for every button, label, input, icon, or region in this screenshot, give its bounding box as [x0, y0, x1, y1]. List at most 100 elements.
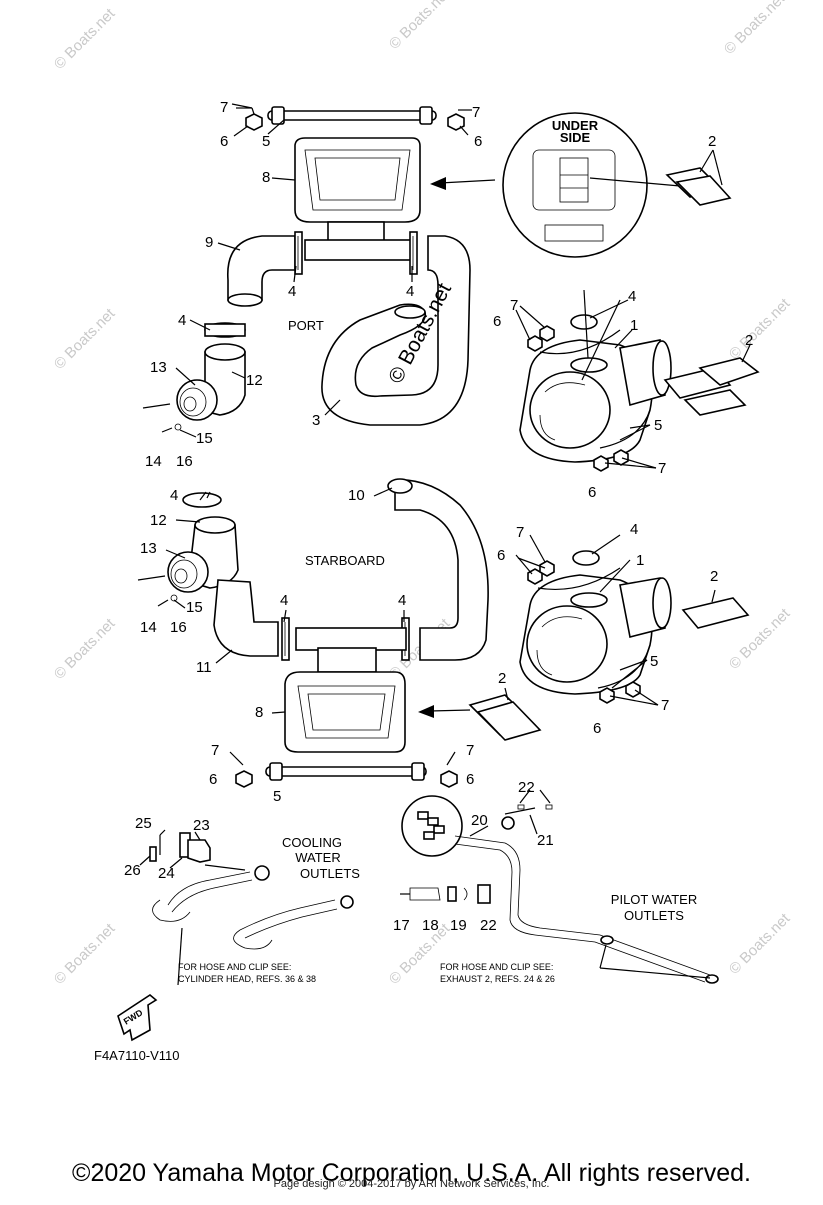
- arrow-line: [429, 709, 471, 712]
- callout-14: 14: [140, 619, 157, 636]
- callout-7: 7: [472, 104, 480, 121]
- callout-16: 16: [176, 453, 193, 470]
- callout-5: 5: [650, 653, 658, 670]
- callout-20: 20: [471, 812, 488, 829]
- cooling-outlet-assembly: [149, 832, 354, 986]
- callout-16: 16: [170, 619, 187, 636]
- callout-7: 7: [516, 524, 524, 541]
- watermark: © Boats.net: [386, 0, 454, 53]
- fwd-arrow: FWD: [117, 994, 158, 1042]
- airbox-1-stbd: [519, 574, 672, 695]
- callout-7: 7: [658, 460, 666, 477]
- watermark: © Boats.net: [51, 615, 119, 683]
- watermark: © Boats.net: [51, 305, 119, 373]
- strainer-13-port: [176, 379, 218, 421]
- copyright-text: ©2020 Yamaha Motor Corporation, U.S.A. A…: [72, 1159, 751, 1187]
- clamp-4-c: [204, 322, 246, 338]
- callout-5: 5: [654, 417, 662, 434]
- callout-6: 6: [466, 771, 474, 788]
- callout-7: 7: [661, 697, 669, 714]
- clamp-4-stbd-airbox: [572, 550, 600, 566]
- callout-17: 17: [393, 917, 410, 934]
- hose-5-bottom: [265, 762, 427, 781]
- bolts-14-16-port: [142, 403, 182, 433]
- callout-4: 4: [628, 288, 636, 305]
- pilot-outlet-assembly: [400, 789, 719, 984]
- port-label: PORT: [288, 318, 324, 333]
- bolts-14-16-stbd: [137, 575, 178, 607]
- airbox-1-port: [519, 339, 672, 463]
- under-label: UNDER: [552, 118, 599, 133]
- clamp-4-port-airbox: [570, 314, 598, 330]
- diagram-code: F4A7110-V110: [94, 1048, 180, 1063]
- clamp-4-a: [294, 231, 303, 275]
- callout-22: 22: [480, 917, 497, 934]
- clamp-4-stbd-top: [182, 492, 222, 508]
- callout-12: 12: [246, 372, 263, 389]
- callout-8: 8: [255, 704, 263, 721]
- callout-11: 11: [196, 659, 212, 676]
- callout-7: 7: [466, 742, 474, 759]
- callout-5: 5: [262, 133, 270, 150]
- cooling-line2: WATER: [295, 850, 341, 865]
- nut-6-bottom-left: [229, 751, 253, 788]
- muffler-8-top: [294, 137, 421, 261]
- callout-14: 14: [145, 453, 162, 470]
- page-design-credit: Page design © 2004-2017 by ARI Network S…: [273, 1178, 550, 1190]
- arrow-head: [430, 177, 446, 190]
- watermark: © Boats.net: [721, 0, 789, 58]
- nut-6-left: [236, 107, 263, 131]
- strainer-13-stbd: [167, 551, 209, 593]
- callout-6: 6: [474, 133, 482, 150]
- watermark: © Boats.net: [51, 920, 119, 988]
- callout-9: 9: [205, 234, 213, 251]
- callout-2: 2: [710, 568, 718, 585]
- callout-18: 18: [422, 917, 439, 934]
- callout-8: 8: [262, 169, 270, 186]
- callout-4: 4: [630, 521, 638, 538]
- pad-2-top: [665, 149, 732, 206]
- callout-6: 6: [220, 133, 228, 150]
- callout-2: 2: [498, 670, 506, 687]
- nut-6-right: [447, 109, 472, 131]
- callout-24: 24: [158, 865, 175, 882]
- callout-7: 7: [220, 99, 228, 116]
- callout-4: 4: [406, 283, 414, 300]
- callout-13: 13: [140, 540, 157, 557]
- callout-2: 2: [745, 332, 753, 349]
- callout-3: 3: [312, 412, 320, 429]
- callout-6: 6: [497, 547, 505, 564]
- callout-13: 13: [150, 359, 167, 376]
- cooling-line3: OUTLETS: [300, 866, 360, 881]
- callout-6: 6: [588, 484, 596, 501]
- callout-7: 7: [211, 742, 219, 759]
- callout-6: 6: [593, 720, 601, 737]
- callout-4: 4: [398, 592, 406, 609]
- hose-11: [213, 579, 279, 657]
- arrow-line: [439, 179, 496, 184]
- pilot-line2: OUTLETS: [624, 908, 684, 923]
- hose-5-top: [267, 106, 437, 125]
- callout-2: 2: [708, 133, 716, 150]
- hose-10: [387, 478, 489, 661]
- cooling-line1: COOLING: [282, 835, 342, 850]
- underside-inset: UNDER SIDE: [502, 112, 681, 258]
- note-left-line1: FOR HOSE AND CLIP SEE:: [178, 962, 291, 972]
- callout-7: 7: [510, 297, 518, 314]
- muffler-8-stbd: [284, 627, 407, 753]
- callout-4: 4: [178, 312, 186, 329]
- nut-6-bottom-right: [440, 751, 458, 788]
- starboard-label: STARBOARD: [305, 553, 385, 568]
- watermark: © Boats.net: [726, 295, 794, 363]
- callout-23: 23: [193, 817, 210, 834]
- callout-6: 6: [209, 771, 217, 788]
- callout-5: 5: [273, 788, 281, 805]
- callout-10: 10: [348, 487, 365, 504]
- callout-4: 4: [288, 283, 296, 300]
- pad-2-stbd-airbox: [681, 589, 750, 629]
- clamp-4-stbd-a: [281, 617, 290, 661]
- callout-26: 26: [124, 862, 141, 879]
- callout-22: 22: [518, 779, 535, 796]
- callout-4: 4: [170, 487, 178, 504]
